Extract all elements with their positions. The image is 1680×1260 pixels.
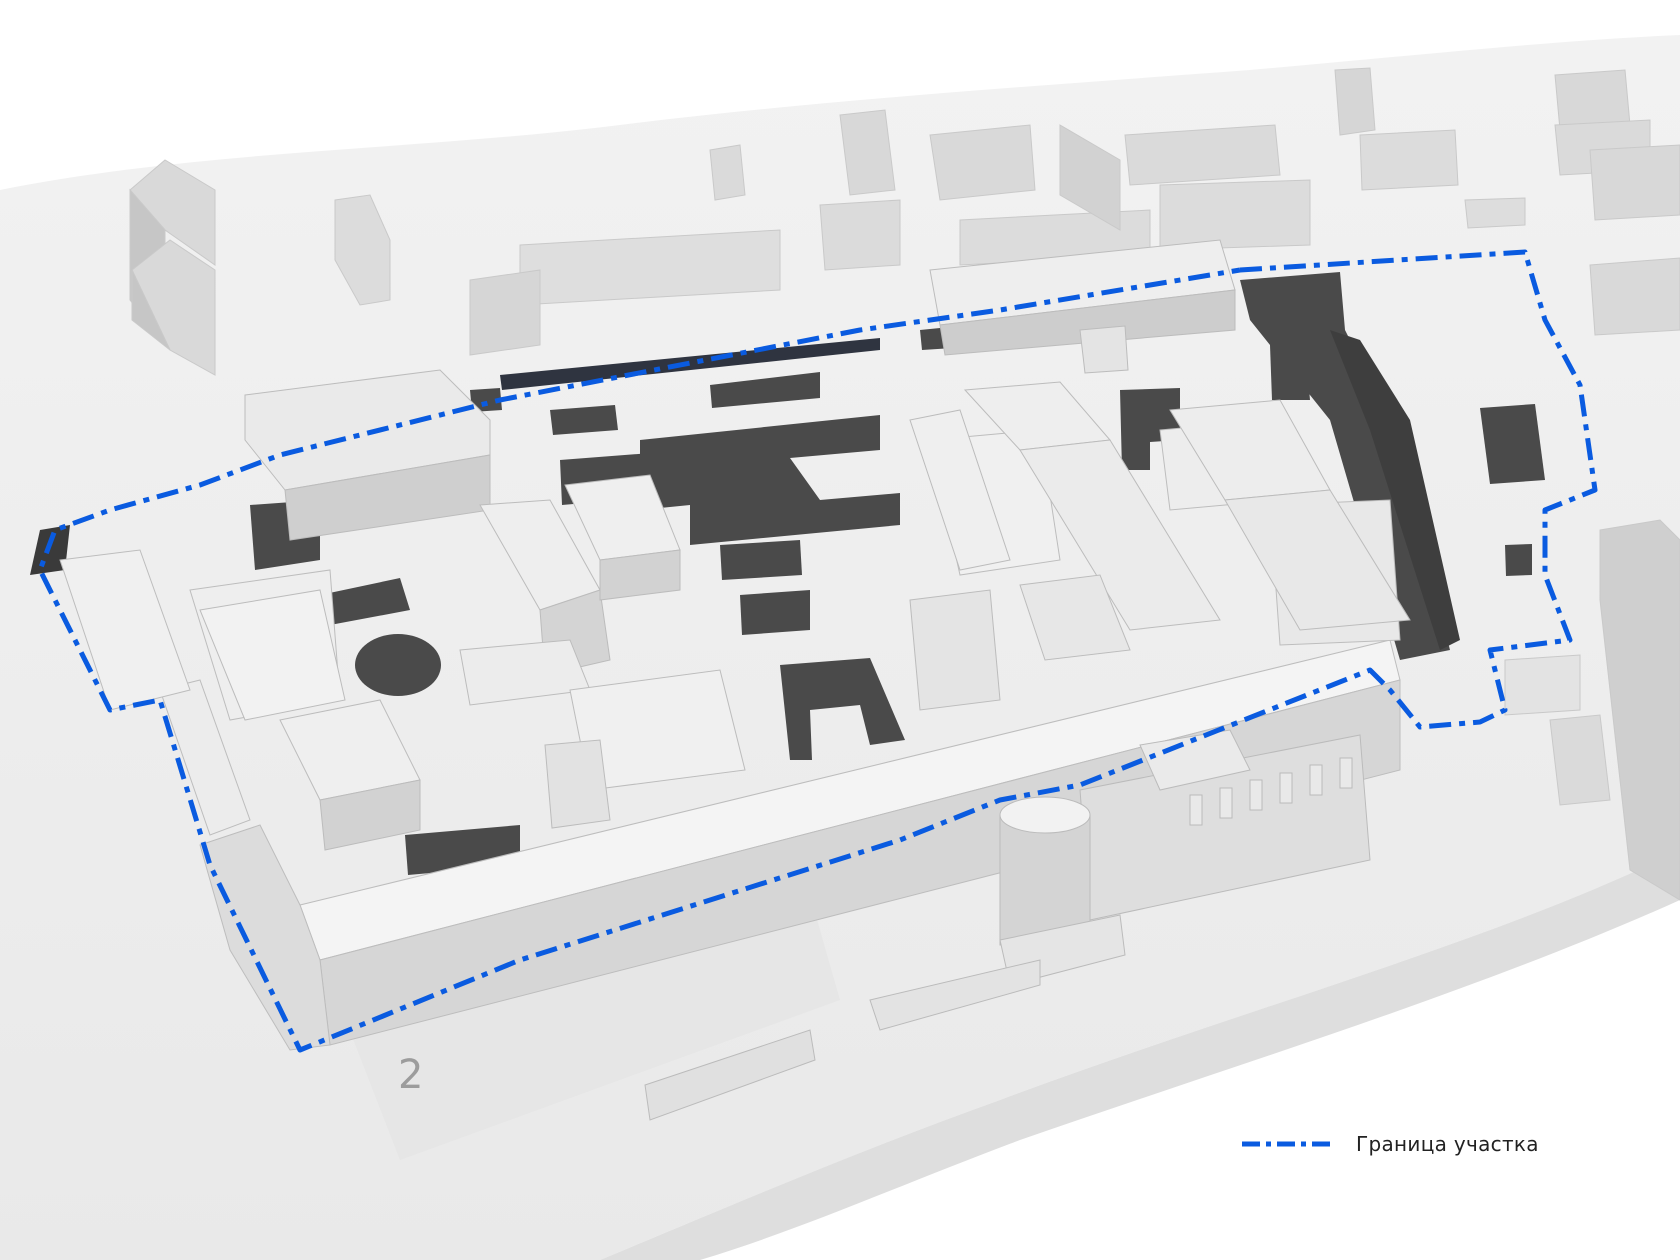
legend-label: Граница участка <box>1356 1132 1539 1156</box>
legend-boundary-swatch <box>1242 1141 1336 1147</box>
rotunda-and-plant <box>644 729 1371 1121</box>
site-number-label: 2 <box>398 1052 424 1098</box>
legend: Граница участка <box>1240 1132 1539 1156</box>
building-footprints <box>30 272 1545 875</box>
inner-buildings <box>199 239 1411 851</box>
context-buildings <box>129 67 1680 901</box>
